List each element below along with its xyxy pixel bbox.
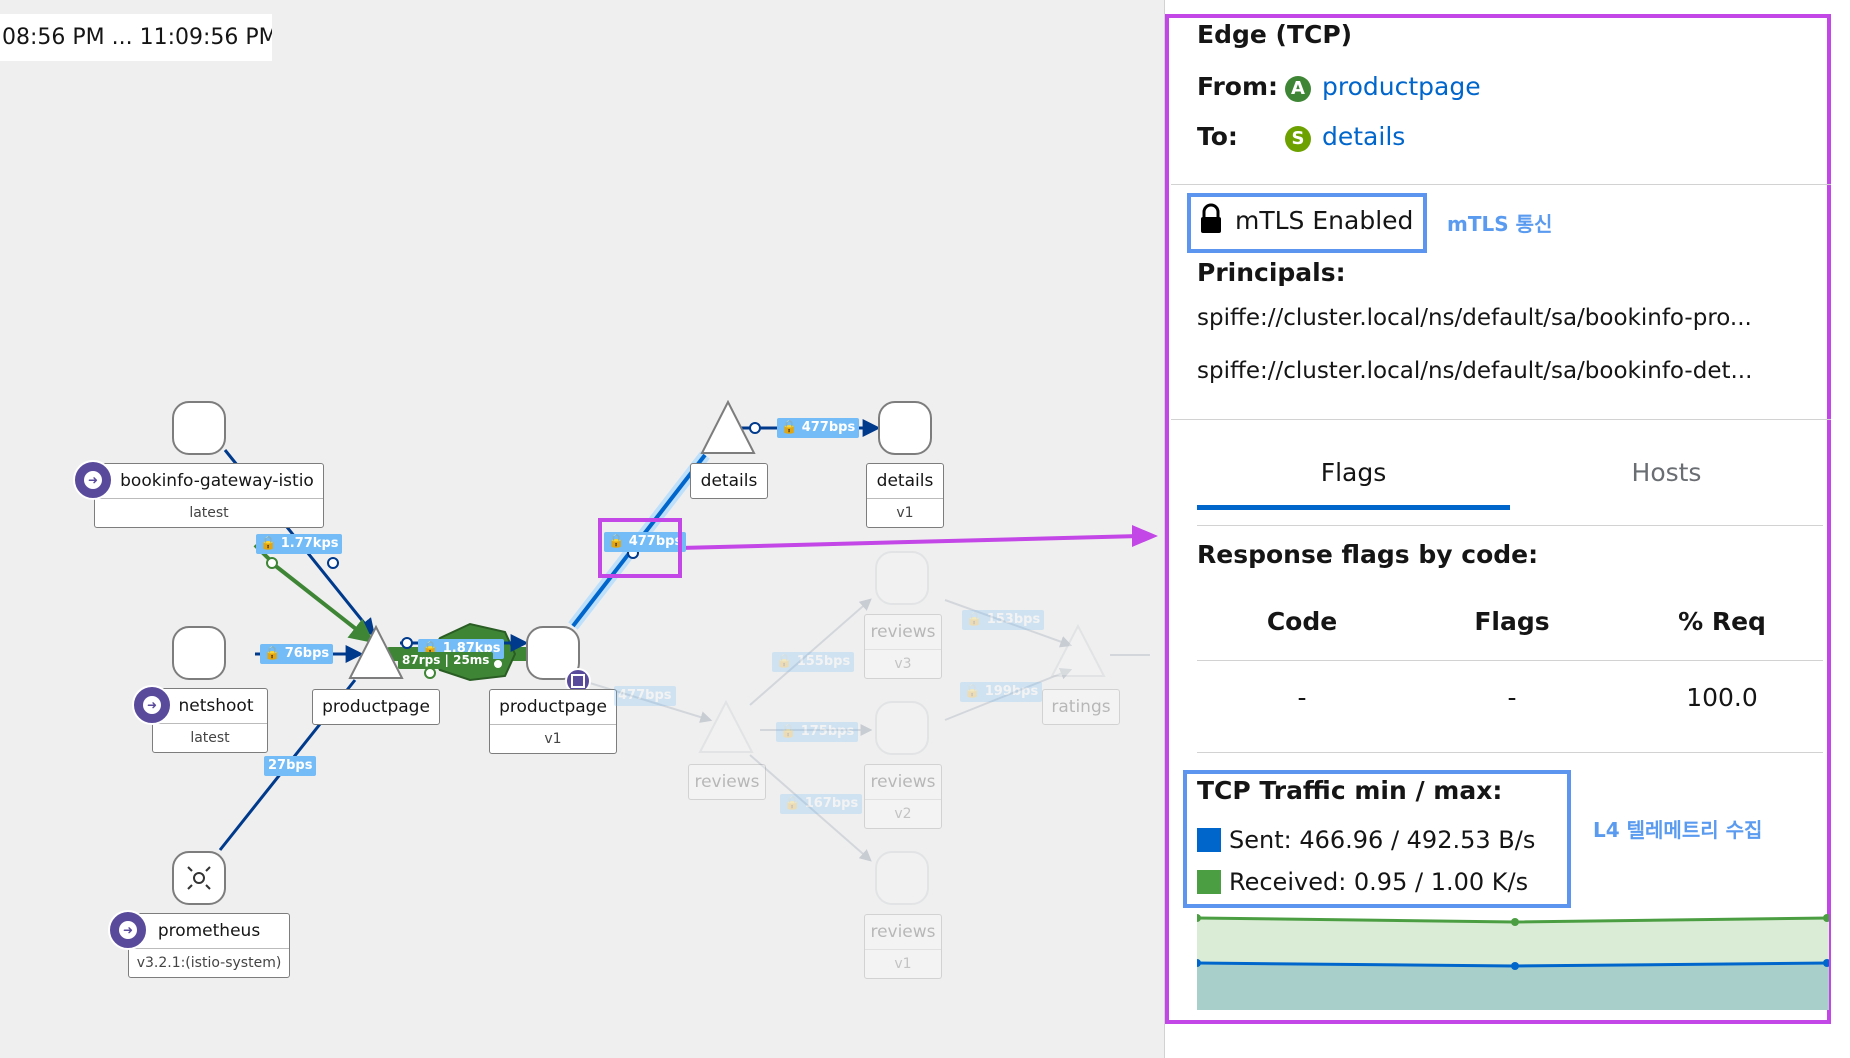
- prometheus-icon: [187, 866, 211, 890]
- sent-legend-swatch: [1197, 828, 1221, 852]
- edge-rate-text: 155bps: [796, 654, 851, 669]
- faded-edges: [579, 598, 1150, 862]
- label-details-svc[interactable]: details: [690, 463, 768, 499]
- to-link[interactable]: details: [1322, 122, 1406, 151]
- edge-label-netshoot[interactable]: 🔒 76bps: [260, 644, 334, 664]
- flags-title: Response flags by code:: [1197, 540, 1539, 569]
- table-divider: [1197, 752, 1823, 753]
- l4-note: L4 텔레메트리 수집: [1593, 818, 1763, 842]
- graph-canvas[interactable]: [0, 0, 1164, 1058]
- label-details-app[interactable]: details v1: [866, 463, 944, 528]
- label-reviews-svc[interactable]: reviews: [688, 764, 766, 800]
- edge-rate-text: 153bps: [986, 612, 1041, 627]
- mtls-note: mTLS 통신: [1447, 212, 1553, 236]
- label-ratings-svc[interactable]: ratings: [1042, 689, 1120, 725]
- node-details-svc[interactable]: [700, 399, 756, 454]
- tab-flags-indicator: [1197, 505, 1510, 510]
- edge-rate-text: 477bps: [618, 688, 672, 703]
- edge-rate-text: 1.77kps: [280, 536, 339, 551]
- faded-nodes: [698, 551, 1106, 905]
- edge-rate-text: 477bps: [801, 420, 856, 435]
- principal-item: spiffe://cluster.local/ns/default/sa/boo…: [1197, 305, 1752, 331]
- edge-label-details-out[interactable]: 🔒 477bps: [777, 418, 860, 438]
- table-cell: 100.0: [1686, 683, 1758, 712]
- tabs-divider: [1197, 525, 1823, 526]
- table-cell: -: [1297, 683, 1307, 712]
- edge-rate-text: 175bps: [800, 724, 855, 739]
- edge-rate-text: 199bps: [984, 684, 1039, 699]
- received-text: Received: 0.95 / 1.00 K/s: [1229, 868, 1529, 896]
- edge-stats-text: 87rps | 25ms: [402, 653, 490, 667]
- mtls-box: [1187, 193, 1427, 253]
- edge-label-faded: 🔒 155bps: [772, 652, 855, 672]
- node-gateway-app[interactable]: [172, 401, 226, 455]
- table-header-code: Code: [1266, 607, 1338, 636]
- panel-highlight: [1165, 14, 1831, 1024]
- tab-flags[interactable]: Flags: [1320, 458, 1387, 487]
- side-panel: Edge (TCP) From: A productpage To: S det…: [1164, 0, 1850, 1058]
- service-badge-icon: S: [1285, 126, 1311, 152]
- panel-title: Edge (TCP): [1197, 20, 1353, 49]
- divider: [1171, 419, 1831, 420]
- principal-item: spiffe://cluster.local/ns/default/sa/boo…: [1197, 358, 1753, 384]
- label-reviews-v1[interactable]: reviews v1: [864, 914, 942, 979]
- principals-label: Principals:: [1197, 258, 1346, 287]
- table-cell: -: [1507, 683, 1517, 712]
- table-header-flags: Flags: [1474, 607, 1550, 636]
- traffic-title: TCP Traffic min / max:: [1197, 776, 1503, 805]
- edge-rate-text: 27bps: [268, 758, 313, 773]
- gateway-badge-icon: ➜: [73, 460, 113, 500]
- edge-rate-text: 76bps: [284, 646, 330, 661]
- node-productpage-svc[interactable]: [348, 624, 404, 679]
- edge-label-productpage-stats[interactable]: 87rps | 25ms: [398, 652, 494, 669]
- time-range-display: 08:56 PM ... 11:09:56 PM: [0, 14, 272, 61]
- edge-rate-text: 167bps: [804, 796, 859, 811]
- edge-label-gateway[interactable]: 🔒 1.77kps: [256, 534, 343, 554]
- edge-gateway-productpage-tcp[interactable]: [266, 558, 374, 643]
- node-details-app[interactable]: [878, 401, 932, 455]
- traffic-box: [1183, 770, 1571, 908]
- node-netshoot-app[interactable]: [172, 626, 226, 680]
- app-badge-icon: A: [1285, 76, 1311, 102]
- received-legend-swatch: [1197, 870, 1221, 894]
- edge-label-faded: 🔒 167bps: [780, 794, 863, 814]
- sent-text: Sent: 466.96 / 492.53 B/s: [1229, 826, 1536, 854]
- label-prometheus[interactable]: prometheus v3.2.1:(istio-system): [128, 913, 290, 978]
- label-productpage-app[interactable]: productpage v1: [489, 689, 617, 754]
- edge-label-faded: 🔒 153bps: [962, 610, 1045, 630]
- from-label: From:: [1197, 72, 1279, 101]
- node-productpage-app[interactable]: [526, 626, 580, 680]
- from-link[interactable]: productpage: [1322, 72, 1481, 101]
- callout-arrow: [679, 534, 1141, 550]
- service-graph[interactable]: 08:56 PM ... 11:09:56 PM: [0, 0, 1164, 1058]
- tab-hosts[interactable]: Hosts: [1631, 458, 1702, 487]
- edge-label-faded: 🔒 175bps: [776, 722, 859, 742]
- mtls-label: mTLS Enabled: [1235, 206, 1414, 235]
- divider: [1171, 184, 1831, 185]
- prometheus-badge-icon: ➜: [108, 910, 148, 950]
- edge-label-faded: 🔒 199bps: [960, 682, 1043, 702]
- traffic-sparkline: [1197, 914, 1829, 1010]
- table-divider: [1197, 660, 1823, 661]
- node-prometheus-app[interactable]: [172, 851, 226, 905]
- edge-label-prometheus[interactable]: 27bps: [264, 756, 317, 776]
- lock-icon: [1199, 203, 1221, 233]
- to-label: To:: [1197, 122, 1238, 151]
- label-reviews-v2[interactable]: reviews v2: [864, 764, 942, 829]
- edge-label-details-in[interactable]: 🔒 477bps: [604, 532, 687, 552]
- table-header-req: % Req: [1678, 607, 1766, 636]
- label-productpage-svc[interactable]: productpage: [312, 689, 440, 725]
- label-netshoot[interactable]: netshoot latest: [152, 688, 268, 753]
- netshoot-badge-icon: ➜: [132, 685, 172, 725]
- label-reviews-v3[interactable]: reviews v3: [864, 614, 942, 679]
- edge-rate-text: 477bps: [628, 534, 683, 549]
- label-gateway[interactable]: bookinfo-gateway-istio latest: [94, 463, 324, 528]
- selected-edge-highlight: [598, 518, 682, 578]
- edge-label-faded: 477bps: [614, 686, 676, 706]
